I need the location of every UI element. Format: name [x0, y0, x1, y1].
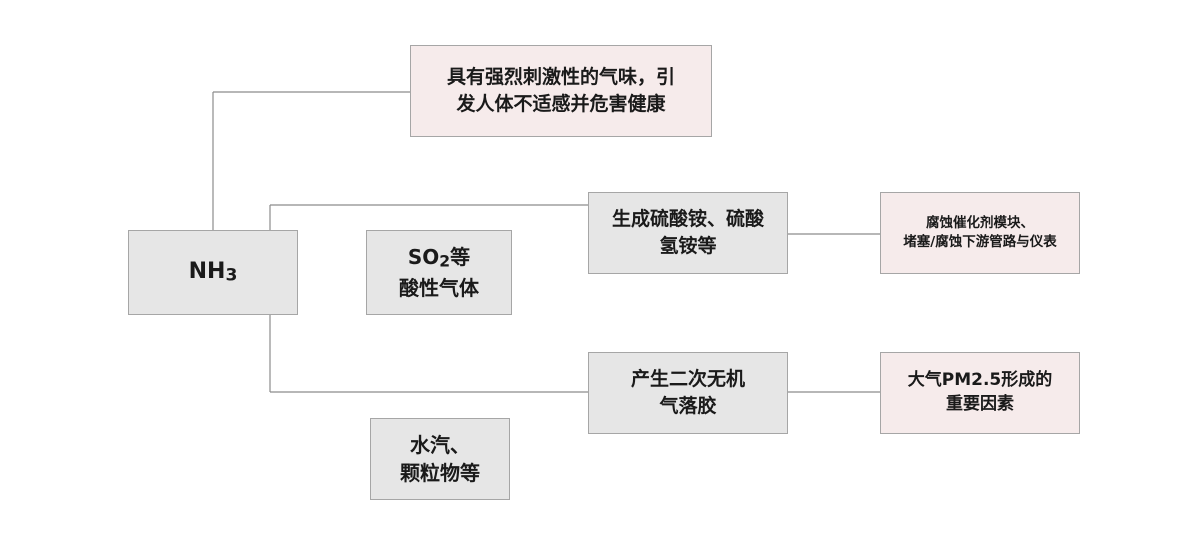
pm25-text: 大气PM2.5形成的 重要因素 [907, 370, 1053, 414]
so2-label: SO2等 [407, 245, 471, 271]
aerosol-node: 产生二次无机 气落胶 [588, 352, 788, 434]
nh3-label: NH3 [188, 259, 238, 286]
aerosol-text: 产生二次无机 气落胶 [630, 368, 745, 417]
so2-line2: 酸性气体 [399, 275, 479, 300]
so2-node: SO2等 酸性气体 [366, 230, 512, 315]
catalyst-corrosion-node: 腐蚀催化剂模块、 堵塞/腐蚀下游管路与仪表 [880, 192, 1080, 274]
catalyst-corrosion-text: 腐蚀催化剂模块、 堵塞/腐蚀下游管路与仪表 [903, 215, 1057, 250]
pm25-node: 大气PM2.5形成的 重要因素 [880, 352, 1080, 434]
vapor-particles-text: 水汽、 颗粒物等 [400, 433, 480, 485]
nh3-node: NH3 [128, 230, 298, 315]
health-hazard-node: 具有强烈刺激性的气味，引 发人体不适感并危害健康 [410, 45, 712, 137]
ammonium-sulfate-node: 生成硫酸铵、硫酸 氢铵等 [588, 192, 788, 274]
vapor-particles-node: 水汽、 颗粒物等 [370, 418, 510, 500]
ammonium-sulfate-text: 生成硫酸铵、硫酸 氢铵等 [611, 208, 764, 257]
health-hazard-text: 具有强烈刺激性的气味，引 发人体不适感并危害健康 [446, 66, 675, 115]
